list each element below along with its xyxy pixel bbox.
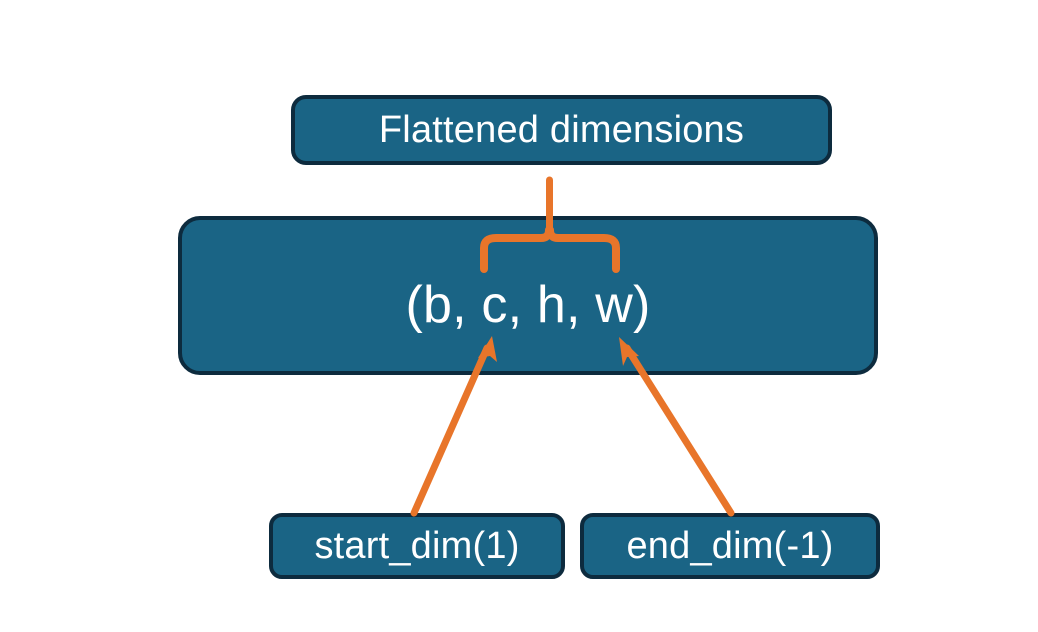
tensor-shape-box: (b, c, h, w) bbox=[178, 216, 878, 375]
tensor-shape-label: (b, c, h, w) bbox=[405, 276, 651, 334]
start-dim-label: start_dim(1) bbox=[314, 524, 520, 567]
flattened-dimensions-box: Flattened dimensions bbox=[291, 95, 832, 165]
end-dim-box: end_dim(-1) bbox=[580, 513, 880, 579]
start-dim-box: start_dim(1) bbox=[269, 513, 565, 579]
flattened-dimensions-label: Flattened dimensions bbox=[378, 108, 745, 151]
end-dim-label: end_dim(-1) bbox=[626, 524, 834, 567]
